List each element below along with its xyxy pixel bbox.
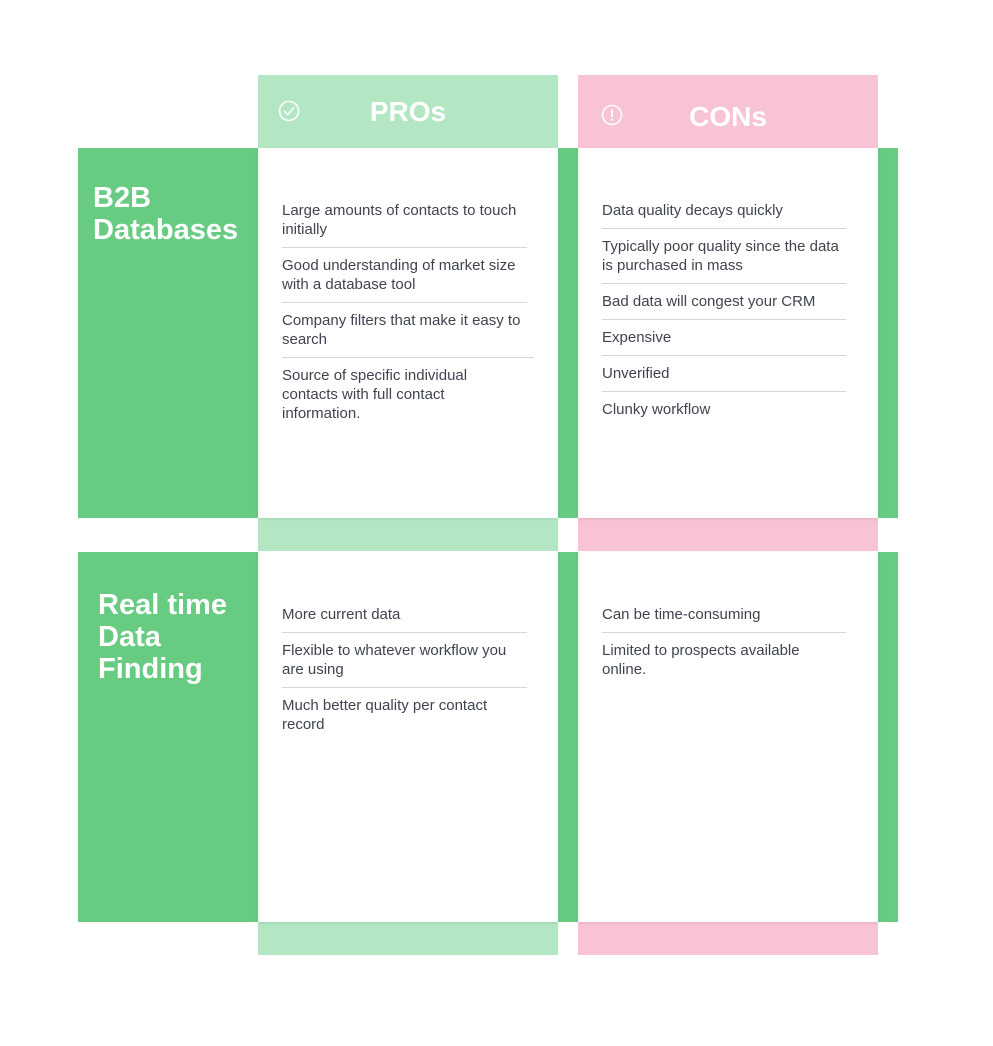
pros-card-real-time-data-finding: More current data Flexible to whatever w… xyxy=(258,552,558,922)
cons-footer-strip xyxy=(578,518,878,551)
list-item: Large amounts of contacts to touch initi… xyxy=(282,193,527,248)
list-item: Good understanding of market size with a… xyxy=(282,248,527,303)
list-item: Flexible to whatever workflow you are us… xyxy=(282,633,527,688)
list-item: Company filters that make it easy to sea… xyxy=(282,303,534,358)
exclamation-circle-icon xyxy=(601,104,623,126)
pros-footer-strip xyxy=(258,518,558,551)
list-item: Limited to prospects available online. xyxy=(602,642,800,678)
cons-card-b2b-databases: Data quality decays quickly Typically po… xyxy=(578,148,878,518)
list-item: Typically poor quality since the data is… xyxy=(602,229,846,284)
list-item: Source of specific individual contacts w… xyxy=(282,367,468,422)
list-item: Bad data will congest your CRM xyxy=(602,284,846,320)
pros-title: PROs xyxy=(369,95,447,127)
list-item: More current data xyxy=(282,597,527,633)
pros-card-b2b-databases: Large amounts of contacts to touch initi… xyxy=(258,148,558,518)
list-item: Data quality decays quickly xyxy=(602,193,846,229)
pros-list: More current data Flexible to whatever w… xyxy=(282,597,527,742)
list-item: Unverified xyxy=(602,356,846,392)
cons-list: Can be time-consuming Limited to prospec… xyxy=(602,597,846,687)
check-circle-icon xyxy=(278,100,300,122)
list-item: Clunky workflow xyxy=(602,401,711,418)
cons-card-real-time-data-finding: Can be time-consuming Limited to prospec… xyxy=(578,552,878,922)
pros-column-header: PROs xyxy=(258,75,558,148)
cons-list: Data quality decays quickly Typically po… xyxy=(602,193,846,427)
pros-footer-strip xyxy=(258,922,558,955)
cons-column-header: CONs xyxy=(578,75,878,148)
row-title-real-time-data-finding: Real time Data Finding xyxy=(98,589,227,685)
cons-title: CONs xyxy=(689,100,767,132)
list-item: Can be time-consuming xyxy=(602,597,846,633)
pros-list: Large amounts of contacts to touch initi… xyxy=(282,193,534,431)
list-item: Expensive xyxy=(602,320,846,356)
list-item: Much better quality per contact record xyxy=(282,697,488,733)
row-title-b2b-databases: B2B Databases xyxy=(93,182,239,246)
cons-footer-strip xyxy=(578,922,878,955)
